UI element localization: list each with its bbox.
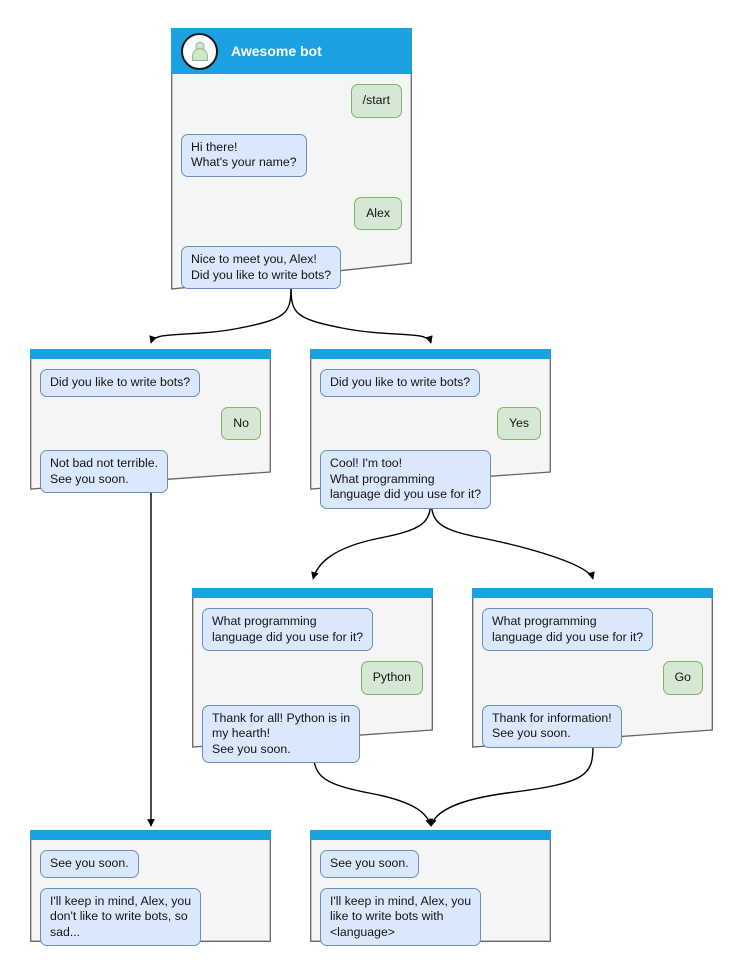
user-bubble[interactable]: Go	[662, 661, 703, 695]
node-end-sad-chat: See you soon. I'll keep in mind, Alex, y…	[30, 840, 271, 946]
message-row: Thank for information! See you soon.	[482, 704, 703, 748]
message-row: Go	[482, 661, 703, 695]
node-python-branch-titlebar	[192, 588, 433, 598]
bot-bubble[interactable]: See you soon.	[40, 850, 139, 878]
bot-bubble[interactable]: Thank for all! Python is in my hearth! S…	[202, 704, 361, 763]
edge-python-to-end-happy	[312, 744, 433, 827]
edge-start-to-no	[149, 281, 292, 344]
bot-bubble[interactable]: Cool! I'm too! What programming language…	[320, 450, 492, 509]
bot-bubble[interactable]: See you soon.	[320, 850, 419, 878]
node-end-happy[interactable]: See you soon. I'll keep in mind, Alex, y…	[310, 830, 551, 946]
bot-bubble[interactable]: Did you like to write bots?	[40, 369, 201, 397]
message-row: Alex	[181, 196, 402, 230]
user-bubble[interactable]: /start	[350, 84, 402, 118]
node-yes-branch-titlebar	[310, 349, 551, 359]
bot-bubble[interactable]: I'll keep in mind, Alex, you like to wri…	[320, 887, 482, 946]
user-bubble[interactable]: Python	[360, 661, 423, 695]
node-go-branch-chat: What programming language did you use fo…	[472, 598, 713, 748]
bot-title: Awesome bot	[231, 43, 322, 59]
bot-bubble[interactable]: Not bad not terrible. See you soon.	[40, 450, 169, 493]
user-bubble[interactable]: Yes	[496, 406, 541, 440]
edge-yes-to-go	[430, 489, 595, 580]
message-row: Cool! I'm too! What programming language…	[320, 450, 541, 509]
message-row: I'll keep in mind, Alex, you like to wri…	[320, 887, 541, 946]
user-bubble[interactable]: Alex	[354, 196, 402, 230]
message-row: What programming language did you use fo…	[482, 608, 703, 651]
bot-bubble[interactable]: What programming language did you use fo…	[482, 608, 654, 651]
bot-bubble[interactable]: Nice to meet you, Alex! Did you like to …	[181, 246, 342, 289]
node-yes-branch[interactable]: Did you like to write bots? Yes Cool! I'…	[310, 349, 551, 509]
message-row: What programming language did you use fo…	[202, 608, 423, 651]
node-start-chat: /start Hi there! What's your name? Alex …	[171, 74, 412, 289]
message-row: I'll keep in mind, Alex, you don't like …	[40, 887, 261, 946]
node-python-branch-chat: What programming language did you use fo…	[192, 598, 433, 763]
node-go-branch[interactable]: What programming language did you use fo…	[472, 588, 713, 748]
message-row: Did you like to write bots?	[40, 369, 261, 397]
message-row: Yes	[320, 406, 541, 440]
node-no-branch-chat: Did you like to write bots? No Not bad n…	[30, 359, 271, 493]
message-row: Not bad not terrible. See you soon.	[40, 450, 261, 493]
bot-bubble[interactable]: I'll keep in mind, Alex, you don't like …	[40, 887, 202, 946]
person-avatar-icon	[181, 32, 218, 70]
node-end-sad-titlebar	[30, 830, 271, 840]
message-row: /start	[181, 84, 402, 118]
node-end-happy-titlebar	[310, 830, 551, 840]
node-start-titlebar: Awesome bot	[171, 28, 412, 74]
message-row: Hi there! What's your name?	[181, 133, 402, 177]
node-end-happy-chat: See you soon. I'll keep in mind, Alex, y…	[310, 840, 551, 946]
user-bubble[interactable]: No	[221, 406, 261, 440]
message-row: No	[40, 406, 261, 440]
node-start[interactable]: Awesome bot /start Hi there! What's your…	[171, 28, 412, 290]
bot-bubble[interactable]: Did you like to write bots?	[320, 369, 481, 397]
message-row: See you soon.	[320, 850, 541, 878]
node-go-branch-titlebar	[472, 588, 713, 598]
edge-go-to-end-happy	[429, 744, 594, 827]
bot-bubble[interactable]: Hi there! What's your name?	[181, 133, 307, 177]
node-python-branch[interactable]: What programming language did you use fo…	[192, 588, 433, 763]
bot-bubble[interactable]: What programming language did you use fo…	[202, 608, 374, 651]
message-row: Python	[202, 661, 423, 695]
bot-bubble[interactable]: Thank for information! See you soon.	[482, 704, 622, 748]
node-yes-branch-chat: Did you like to write bots? Yes Cool! I'…	[310, 359, 551, 509]
edge-start-to-yes	[290, 281, 433, 344]
message-row: Did you like to write bots?	[320, 369, 541, 397]
node-no-branch[interactable]: Did you like to write bots? No Not bad n…	[30, 349, 271, 493]
node-end-sad[interactable]: See you soon. I'll keep in mind, Alex, y…	[30, 830, 271, 946]
edge-yes-to-python	[311, 489, 432, 580]
message-row: Nice to meet you, Alex! Did you like to …	[181, 246, 402, 289]
message-row: See you soon.	[40, 850, 261, 878]
node-no-branch-titlebar	[30, 349, 271, 359]
message-row: Thank for all! Python is in my hearth! S…	[202, 704, 423, 763]
